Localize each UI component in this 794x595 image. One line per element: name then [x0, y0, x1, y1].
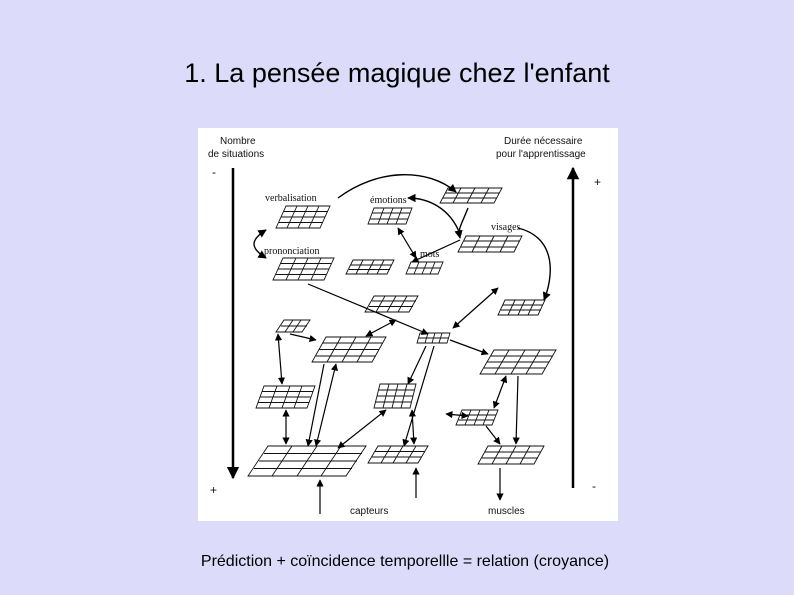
grid-right-lower — [455, 409, 499, 426]
label-muscles: muscles — [488, 506, 525, 517]
arrow-visages-right — [517, 227, 551, 301]
grid-right-middle — [497, 299, 546, 316]
grid-prononciation — [272, 257, 335, 281]
grid-muscles — [477, 445, 545, 465]
grid-bottom-center — [367, 445, 429, 464]
grid-left-lower — [255, 385, 316, 409]
right-bottom-sign: - — [592, 479, 596, 493]
right-top-sign: + — [594, 175, 601, 189]
grid-right-mid — [479, 349, 557, 375]
arrow-verbalisation-prononciation — [253, 229, 267, 259]
grid-left-middle — [311, 336, 387, 363]
node-label-prononciation: prononciation — [264, 246, 320, 257]
node-label-visages: visages — [491, 222, 521, 233]
neural-hierarchy-diagram: Nombre de situations Durée nécessaire po… — [208, 136, 601, 517]
left-top-sign: - — [212, 165, 216, 179]
slide-title: 1. La pensée magique chez l'enfant — [184, 58, 610, 88]
diagram-panel: Nombre de situations Durée nécessaire po… — [198, 128, 618, 521]
right-axis-label-line2: pour l'apprentissage — [496, 149, 586, 160]
node-label-emotions: émotions — [370, 195, 407, 206]
grid-left-small — [275, 319, 311, 333]
grid-center-lower — [373, 383, 417, 409]
left-axis-label-line2: de situations — [208, 149, 264, 160]
right-axis-label-line1: Durée nécessaire — [504, 136, 583, 147]
arrow-emotions-visages — [407, 193, 461, 235]
arrows-straight — [274, 227, 520, 514]
grid-mots — [405, 261, 444, 275]
slide-caption: Prédiction + coïncidence temporellle = r… — [200, 553, 610, 570]
grid-tiny-center — [416, 332, 451, 344]
node-label-verbalisation: verbalisation — [265, 193, 317, 204]
left-bottom-sign: + — [210, 483, 217, 497]
arrow-curve-top — [337, 174, 457, 199]
grid-center-mid — [364, 295, 419, 313]
arrow-top-right-to-visages — [454, 207, 469, 239]
grid-top-right — [439, 187, 503, 204]
grid-visages — [457, 235, 523, 253]
grid-verbalisation — [275, 205, 331, 229]
grid-center-small — [345, 259, 395, 275]
grid-capteurs — [247, 445, 367, 477]
left-axis-label-line1: Nombre — [220, 136, 256, 147]
label-capteurs: capteurs — [350, 506, 388, 517]
grid-emotions — [367, 207, 413, 225]
